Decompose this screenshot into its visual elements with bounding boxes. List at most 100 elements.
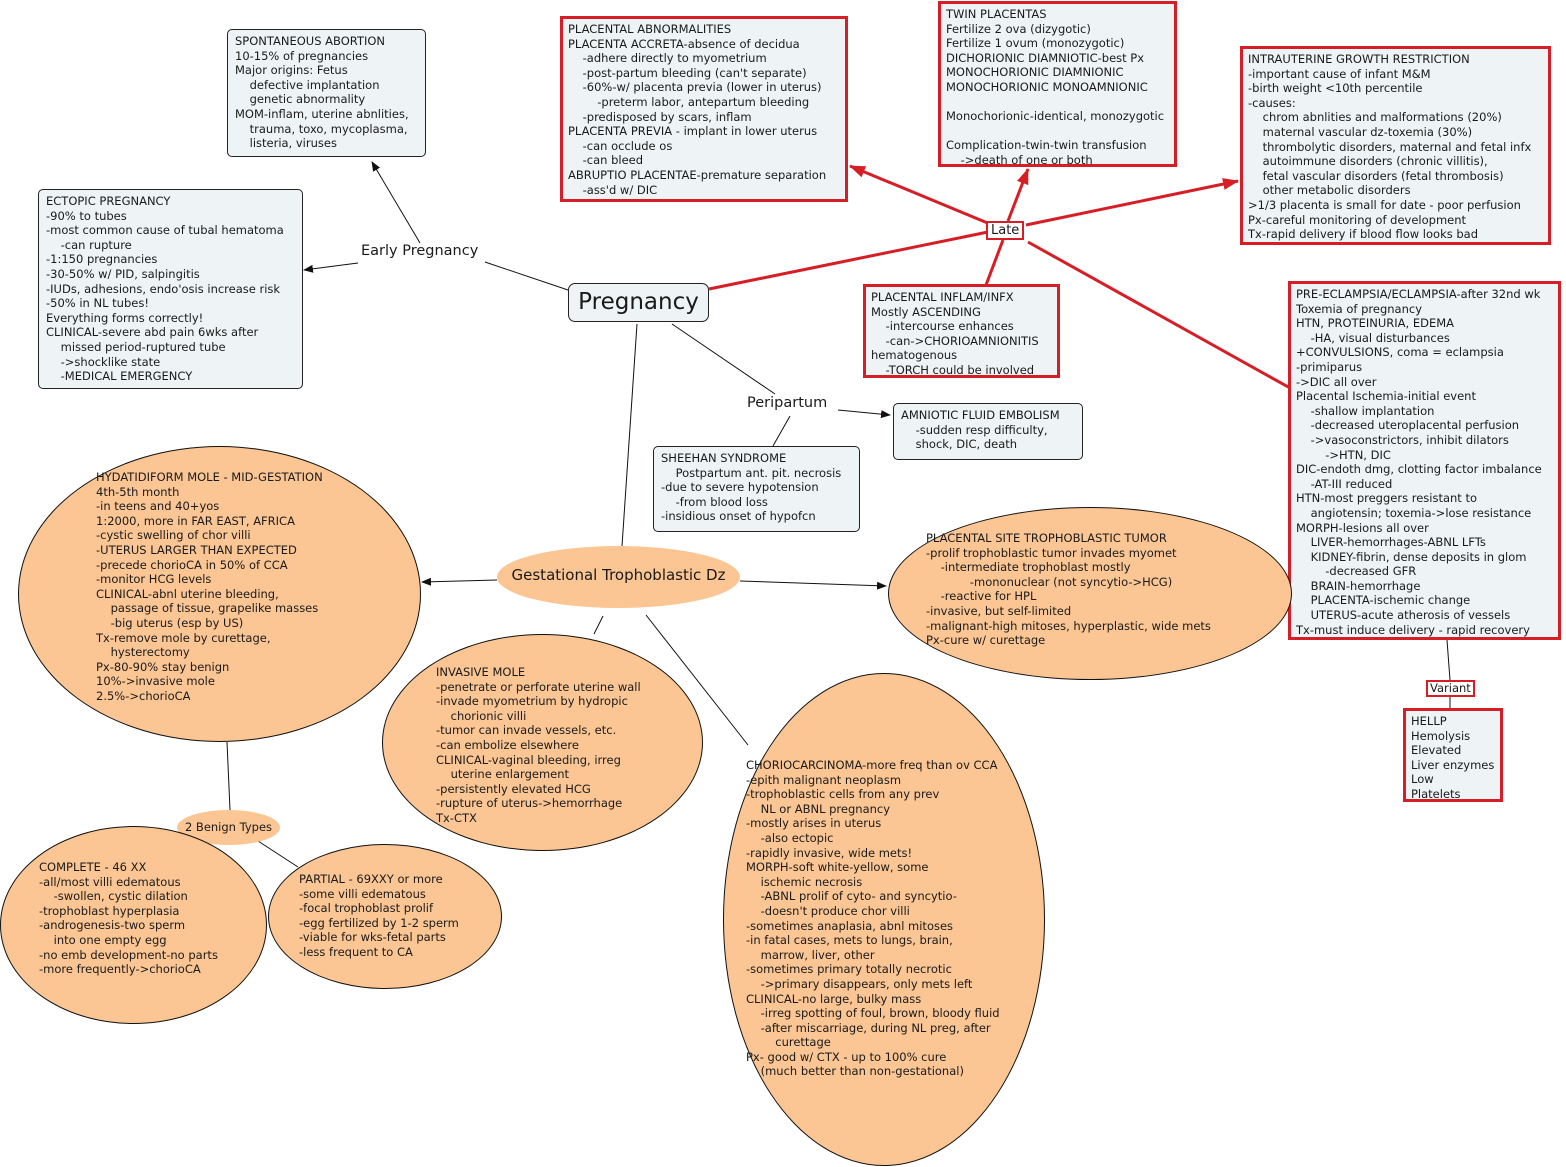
text-line: -preterm labor, antepartum bleeding — [568, 94, 810, 109]
text-line: NL or ABNL pregnancy — [746, 801, 891, 816]
link-pregnancy-gtd — [621, 323, 638, 547]
text-line: -due to severe hypotension — [661, 480, 819, 495]
text-line: +CONVULSIONS, coma = eclampsia — [1296, 345, 1504, 360]
text-line: MORPH-soft white-yellow, some — [746, 860, 929, 875]
pstt-text: PLACENTAL SITE TROPHOBLASTIC TUMOR-proli… — [926, 531, 1211, 648]
oval-choriocarcinoma[interactable]: CHORIOCARCINOMA-more freq than ov CCA-ep… — [723, 673, 1045, 1166]
text-line: -90% to tubes — [46, 208, 127, 223]
branch-variant[interactable]: Variant — [1426, 680, 1475, 697]
link-pregnancy-peripartum — [671, 323, 776, 395]
text-line: into one empty egg — [39, 932, 167, 947]
oval-placental-site-trophoblastic-tumor[interactable]: PLACENTAL SITE TROPHOBLASTIC TUMOR-proli… — [888, 507, 1292, 680]
text-line: -birth weight <10th percentile — [1248, 81, 1423, 96]
text-line: -also ectopic — [746, 830, 834, 845]
text-line: -60%-w/ placenta previa (lower in uterus… — [568, 80, 822, 95]
link-late-twin — [1006, 168, 1030, 222]
text-line: hysterectomy — [96, 645, 190, 660]
text-line: shock, DIC, death — [901, 437, 1018, 452]
text-line: -sudden resp difficulty, — [901, 422, 1048, 437]
box-intrauterine-growth-restriction[interactable]: INTRAUTERINE GROWTH RESTRICTION-importan… — [1240, 46, 1551, 245]
text-line: MOM-inflam, uterine abnlities, — [235, 106, 409, 121]
text-line: PLACENTAL INFLAM/INFX — [871, 290, 1014, 304]
text-line: UTERUS-acute atherosis of vessels — [1296, 608, 1511, 623]
complete-mole-text: COMPLETE - 46 XX-all/most villi edematou… — [39, 860, 218, 977]
text-line: Fertilize 2 ova (dizygotic) — [946, 21, 1091, 36]
box-sheehan-syndrome[interactable]: SHEEHAN SYNDROME Postpartum ant. pit. ne… — [653, 446, 860, 532]
text-line: COMPLETE - 46 XX — [39, 860, 147, 874]
text-line: Hemolysis — [1411, 728, 1471, 743]
oval-invasive-mole[interactable]: INVASIVE MOLE-penetrate or perforate ute… — [382, 634, 703, 851]
text-line: -can rupture — [46, 237, 132, 252]
text-line: Placental Ischemia-initial event — [1296, 389, 1476, 404]
text-line: -monitor HCG levels — [96, 572, 212, 587]
text-line: -ass'd w/ DIC — [568, 182, 658, 197]
text-line: Tx-remove mole by curettage, — [96, 630, 271, 645]
text-line — [946, 95, 1169, 110]
text-line: -shallow implantation — [1296, 403, 1435, 418]
text-line: CLINICAL-severe abd pain 6wks after — [46, 325, 259, 340]
text-line: -rapidly invasive, wide mets! — [746, 845, 913, 860]
text-line: -cystic swelling of chor villi — [96, 528, 251, 543]
text-line: -ABNL prolif of cyto- and syncytio- — [746, 889, 957, 904]
text-line: chrom abnlities and malformations (20%) — [1248, 110, 1502, 125]
text-line: Major origins: Fetus — [235, 63, 348, 78]
text-line: defective implantation — [235, 77, 380, 92]
text-line: -AT-III reduced — [1296, 476, 1393, 491]
branch-peripartum[interactable]: Peripartum — [745, 395, 830, 411]
text-line: -penetrate or perforate uterine wall — [436, 679, 641, 694]
text-line: KIDNEY-fibrin, dense deposits in glom — [1296, 549, 1527, 564]
text-line: PLACENTA-ischemic change — [1296, 593, 1471, 608]
text-line: uterine enlargement — [436, 767, 570, 782]
text-line: -reactive for HPL — [926, 589, 1037, 604]
link-early-spontaneous — [371, 161, 421, 244]
text-line: -TORCH could be involved — [871, 362, 1035, 377]
text-line: ischemic necrosis — [746, 874, 863, 889]
text-line: CLINICAL-no large, bulky mass — [746, 991, 922, 1006]
branch-early-pregnancy[interactable]: Early Pregnancy — [359, 243, 481, 259]
text-line: -adhere directly to myometrium — [568, 51, 767, 66]
text-line: -trophoblastic cells from any prev — [746, 787, 940, 802]
text-line: -intercourse enhances — [871, 319, 1014, 334]
text-line: -precede chorioCA in 50% of CCA — [96, 557, 288, 572]
text-line: thrombolytic disorders, maternal and fet… — [1248, 139, 1532, 154]
branch-late[interactable]: Late — [986, 221, 1025, 240]
text-line: Px-80-90% stay benign — [96, 659, 230, 674]
choriocarcinoma-text: CHORIOCARCINOMA-more freq than ov CCA-ep… — [746, 758, 1000, 1079]
text-line: LIVER-hemorrhages-ABNL LFTs — [1296, 535, 1486, 550]
text-line: (much better than non-gestational) — [746, 1064, 964, 1079]
box-amniotic-fluid-embolism[interactable]: AMNIOTIC FLUID EMBOLISM -sudden resp dif… — [893, 403, 1083, 460]
text-line: -viable for wks-fetal parts — [299, 930, 446, 945]
benign-types-label: 2 Benign Types — [184, 820, 273, 834]
central-node-pregnancy[interactable]: Pregnancy — [568, 283, 709, 322]
text-line: -primiparus — [1296, 359, 1363, 374]
text-line: -all/most villi edematous — [39, 874, 181, 889]
text-line: Px-cure w/ curettage — [926, 633, 1046, 648]
text-line: -egg fertilized by 1-2 sperm — [299, 915, 459, 930]
text-line: PLACENTA ACCRETA-absence of decidua — [568, 36, 800, 51]
text-line: 10-15% of pregnancies — [235, 48, 369, 63]
oval-gestational-trophoblastic-dz[interactable]: Gestational Trophoblastic Dz — [497, 546, 740, 608]
text-line: PLACENTA PREVIA - implant in lower uteru… — [568, 124, 818, 139]
text-line: hematogenous — [871, 348, 958, 363]
text-line: ->shocklike state — [46, 354, 161, 369]
text-line: -can bleed — [568, 153, 644, 168]
text-line: chorionic villi — [436, 708, 527, 723]
text-line: -insidious onset of hypofcn — [661, 509, 816, 524]
text-line: -androgenesis-two sperm — [39, 918, 186, 933]
text-line: -can->CHORIOAMNIONITIS — [871, 333, 1039, 348]
box-ectopic-pregnancy[interactable]: ECTOPIC PREGNANCY-90% to tubes-most comm… — [38, 189, 303, 389]
text-line: -mostly arises in uterus — [746, 816, 882, 831]
text-line: DICHORIONIC DIAMNIOTIC-best Px — [946, 50, 1145, 65]
oval-partial-mole[interactable]: PARTIAL - 69XXY or more-some villi edema… — [268, 844, 502, 989]
oval-complete-mole[interactable]: COMPLETE - 46 XX-all/most villi edematou… — [0, 826, 267, 1024]
text-line: -doesn't produce chor villi — [746, 903, 910, 918]
text-line: -decreased uteroplacental perfusion — [1296, 418, 1520, 433]
